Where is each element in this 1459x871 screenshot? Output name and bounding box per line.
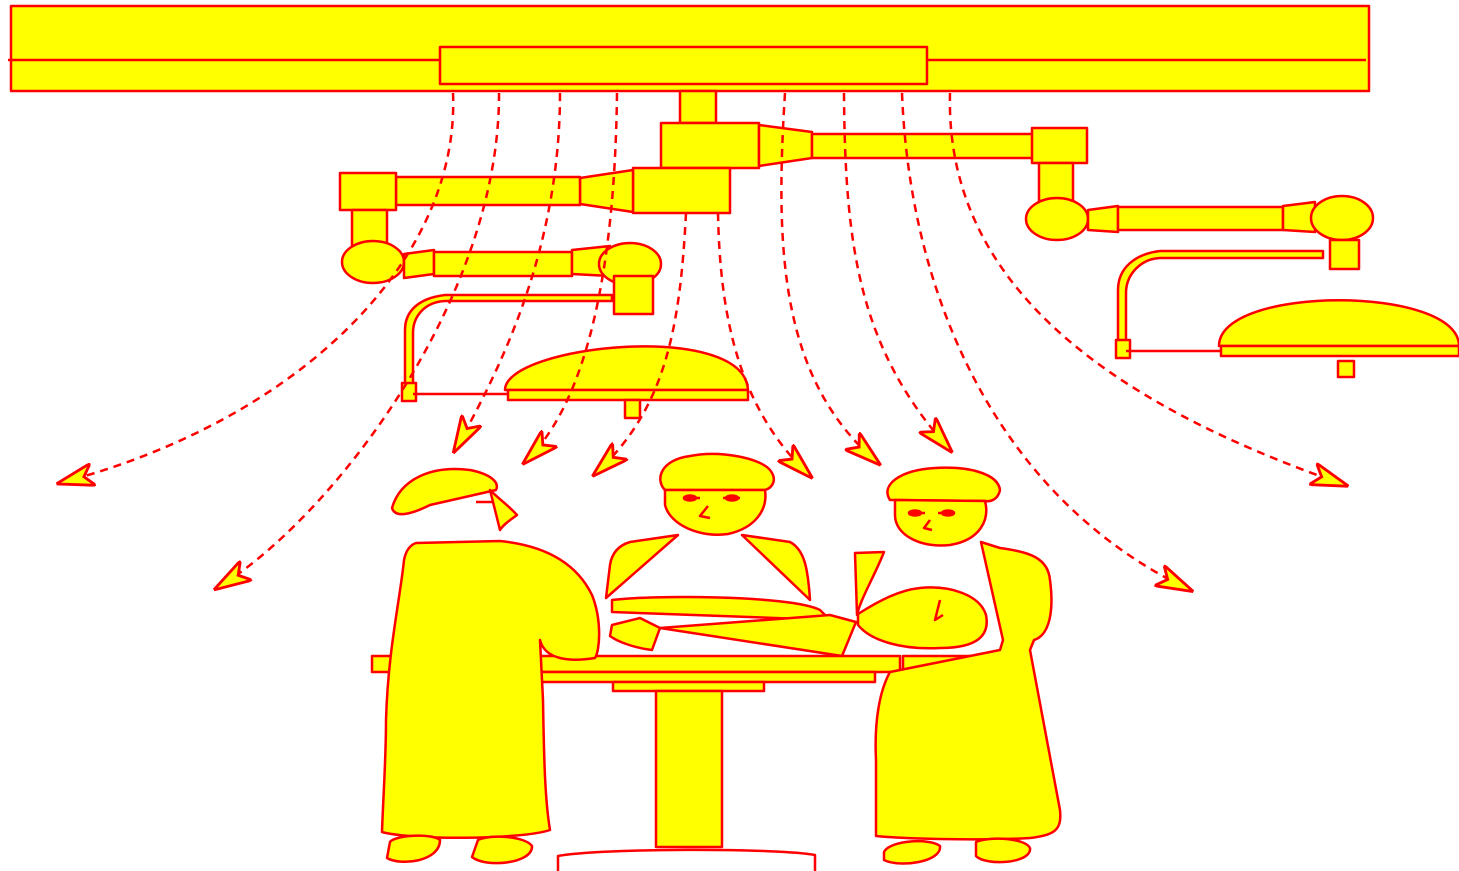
surgical-lamp-right-icon — [759, 125, 1459, 377]
lamp-hub-icon — [633, 91, 759, 213]
ceiling-rail-icon — [8, 6, 1369, 91]
surgeon-center-icon — [606, 454, 830, 620]
